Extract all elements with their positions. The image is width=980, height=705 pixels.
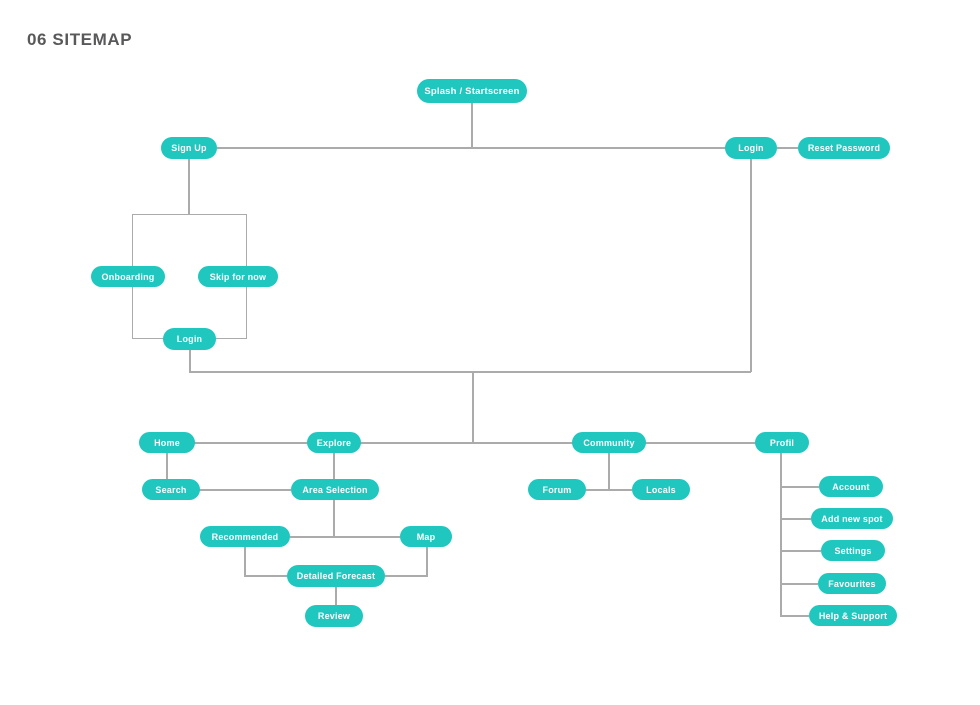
node-login-onboarding[interactable]: Login (163, 328, 216, 350)
node-profil[interactable]: Profil (755, 432, 809, 453)
connector-line (777, 147, 798, 149)
node-settings[interactable]: Settings (821, 540, 885, 561)
connector-line (780, 583, 818, 585)
connector-line (385, 575, 427, 577)
node-detailed-forecast[interactable]: Detailed Forecast (287, 565, 385, 587)
connector-line (335, 587, 337, 605)
node-add-new-spot[interactable]: Add new spot (811, 508, 893, 529)
node-map[interactable]: Map (400, 526, 452, 547)
connector-line (780, 453, 782, 617)
node-skip-for-now[interactable]: Skip for now (198, 266, 278, 287)
connector-line (244, 575, 287, 577)
node-account[interactable]: Account (819, 476, 883, 497)
node-sign-up[interactable]: Sign Up (161, 137, 217, 159)
connector-line (586, 489, 632, 491)
node-review[interactable]: Review (305, 605, 363, 627)
connector-line (750, 159, 752, 372)
node-forum[interactable]: Forum (528, 479, 586, 500)
connector-line (780, 550, 821, 552)
node-explore[interactable]: Explore (307, 432, 361, 453)
node-area-selection[interactable]: Area Selection (291, 479, 379, 500)
connector-line (167, 442, 782, 444)
connector-line (189, 350, 191, 372)
page-title: 06 SITEMAP (27, 30, 133, 49)
node-community[interactable]: Community (572, 432, 646, 453)
connector-line (244, 547, 246, 577)
connector-line (608, 453, 610, 490)
connector-line (199, 489, 291, 491)
connector-line (780, 615, 809, 617)
connector-line (780, 486, 819, 488)
connector-line (290, 536, 400, 538)
node-locals[interactable]: Locals (632, 479, 690, 500)
connector-line (426, 547, 428, 577)
connector-line (471, 103, 473, 148)
node-onboarding[interactable]: Onboarding (91, 266, 165, 287)
connector-line (188, 159, 190, 215)
node-home[interactable]: Home (139, 432, 195, 453)
node-search[interactable]: Search (142, 479, 200, 500)
connector-line (217, 147, 726, 149)
connector-line (189, 371, 751, 373)
node-favourites[interactable]: Favourites (818, 573, 886, 594)
connector-line (472, 371, 474, 443)
node-help-support[interactable]: Help & Support (809, 605, 897, 626)
connector-line (780, 518, 811, 520)
node-login-top[interactable]: Login (725, 137, 777, 159)
node-reset-password[interactable]: Reset Password (798, 137, 890, 159)
node-splash-startscreen[interactable]: Splash / Startscreen (417, 79, 527, 103)
connector-line (166, 453, 168, 480)
node-recommended[interactable]: Recommended (200, 526, 290, 547)
